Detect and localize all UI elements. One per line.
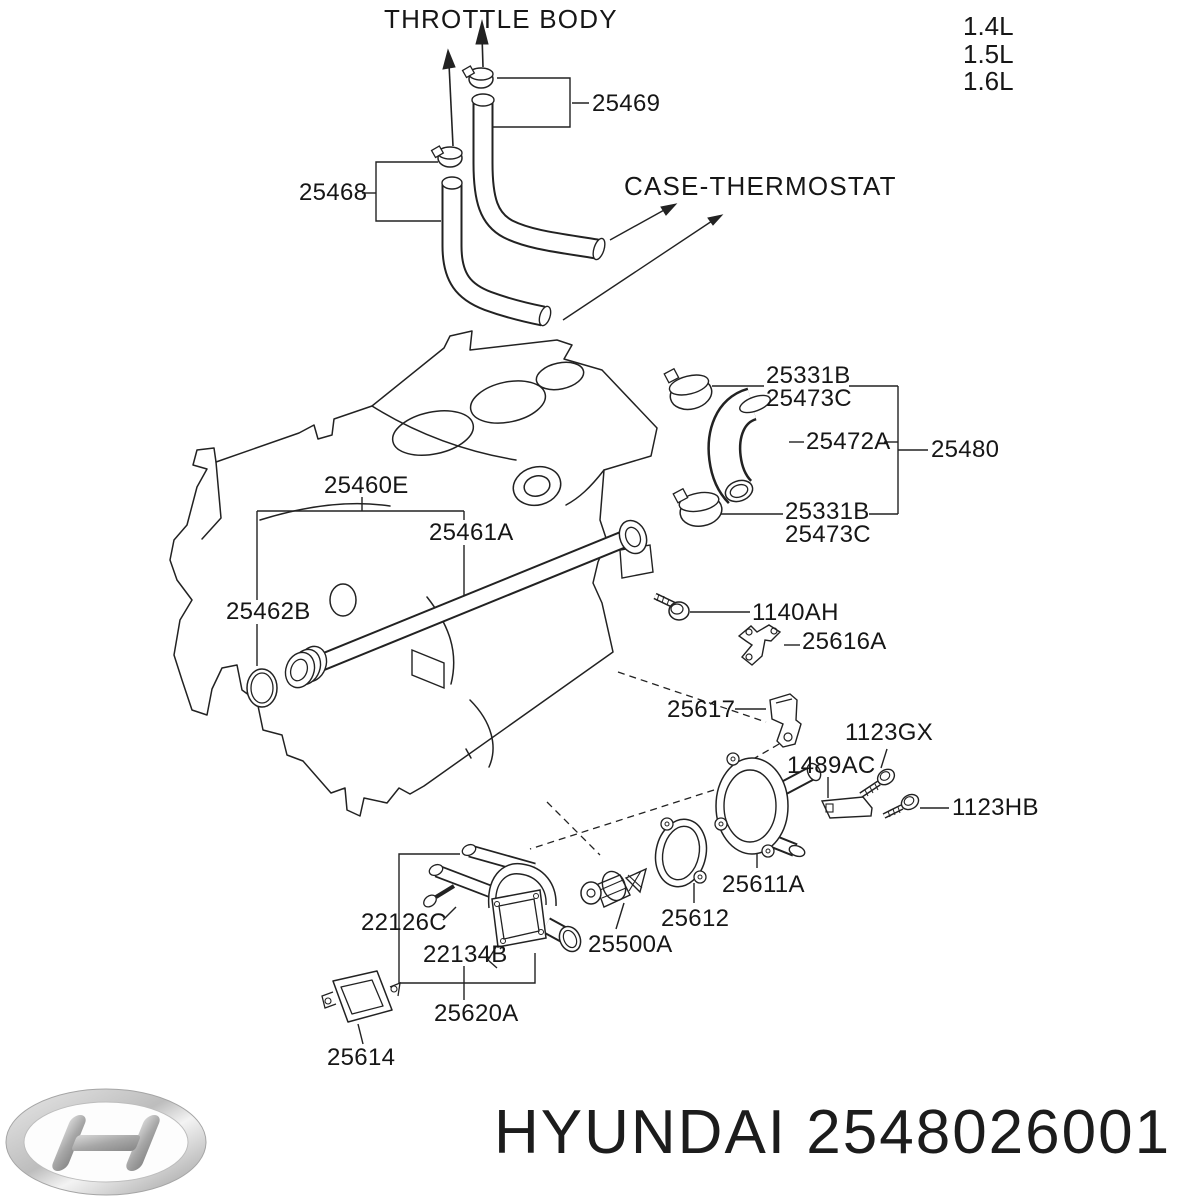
part-label-1123HB: 1123HB <box>952 794 1039 821</box>
part-label-25620A: 25620A <box>434 1000 519 1027</box>
part-label-25462B: 25462B <box>226 598 311 625</box>
part-label-25617: 25617 <box>667 696 736 723</box>
hose-clamp-25331B-top <box>663 367 713 411</box>
hose-25472A <box>707 387 771 505</box>
engine-block-drawing <box>169 330 658 817</box>
part-number: 2548026001 <box>806 1098 1172 1167</box>
hose-25468 <box>441 176 552 327</box>
part-label-25611A: 25611A <box>722 871 805 898</box>
part-label-25331B-25473C-bottom: 25331B 25473C <box>785 498 871 548</box>
part-label-22134B: 22134B <box>423 941 508 968</box>
part-label-25331B: 25331B <box>766 362 851 389</box>
part-label-1140AH: 1140AH <box>752 599 839 626</box>
footer-caption: HYUNDAI 2548026001 <box>494 1102 1171 1164</box>
bolt-1123GX <box>859 768 896 798</box>
bracket-1489AC <box>820 796 873 819</box>
brand-name: HYUNDAI <box>494 1098 788 1167</box>
oring-25462B <box>246 668 278 708</box>
bolt-22126C <box>423 884 456 908</box>
part-label-25614: 25614 <box>327 1044 396 1071</box>
water-inlet-25620A <box>423 843 582 969</box>
thermostat-25500A <box>580 867 648 908</box>
hyundai-logo-icon <box>5 1088 207 1196</box>
part-label-1123GX: 1123GX <box>845 719 934 746</box>
case-thermostat-arrows <box>562 203 724 321</box>
coolant-pipe-25461A <box>284 519 654 690</box>
part-label-25469: 25469 <box>592 90 661 117</box>
thermostat-case-25611A <box>714 752 822 858</box>
bracket-25617 <box>769 693 802 748</box>
part-label-25468: 25468 <box>299 179 368 206</box>
part-label-22126C: 22126C <box>361 909 447 936</box>
label-case-thermostat: CASE-THERMOSTAT <box>624 171 897 201</box>
variant-1-4L: 1.4L <box>963 11 1014 41</box>
variant-1-5L: 1.5L <box>963 38 1014 69</box>
throttle-body-arrows <box>442 19 489 147</box>
variant-1-6L: 1.6L <box>963 66 1014 96</box>
gasket-25614 <box>321 970 401 1023</box>
part-label-25473C: 25473C <box>785 521 871 548</box>
part-label-25460E: 25460E <box>324 472 409 499</box>
hose-clamp-25331B-bottom <box>672 487 723 527</box>
part-label-25480: 25480 <box>931 436 1000 463</box>
part-label-25331B-25473C-top: 25331B 25473C <box>766 362 852 412</box>
gasket-25612 <box>654 817 708 888</box>
part-label-25472A: 25472A <box>806 428 891 455</box>
leader-lines <box>256 77 949 1045</box>
bolt-1140AH <box>653 592 690 621</box>
engine-variant-list: 1.4L 1.5L 1.6L <box>963 11 1014 96</box>
part-label-25473C: 25473C <box>766 385 852 412</box>
hose-clamp-icon <box>461 65 494 89</box>
hose-25469 <box>471 93 606 261</box>
bracket-25616A <box>737 624 782 666</box>
part-label-25616A: 25616A <box>802 628 887 655</box>
part-label-25500A: 25500A <box>588 931 673 958</box>
part-label-1489AC: 1489AC <box>787 752 876 779</box>
hose-clamp-icon <box>430 145 463 168</box>
part-label-25461A: 25461A <box>429 519 514 546</box>
label-throttle-body: THROTTLE BODY <box>384 4 618 34</box>
part-label-25331B: 25331B <box>785 498 870 525</box>
part-label-25612: 25612 <box>661 905 730 932</box>
bolt-1123HB <box>882 793 920 819</box>
